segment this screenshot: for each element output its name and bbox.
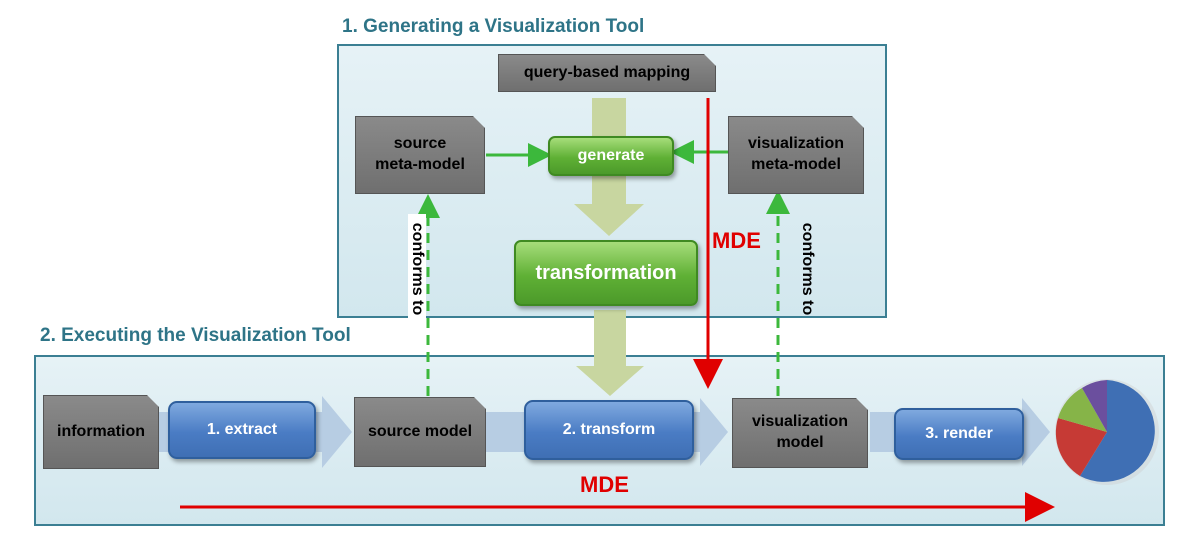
- flow-arrow-transformation-to-transform: [576, 310, 644, 396]
- generate-box: generate: [548, 136, 674, 176]
- mde-label-top: MDE: [712, 228, 761, 253]
- extract-box: 1. extract: [168, 401, 316, 459]
- vis-metamodel-line2: meta-model: [751, 156, 841, 173]
- executing-section-title: 2. Executing the Visualization Tool: [40, 325, 351, 347]
- vis-model-line1: visualization: [751, 413, 849, 431]
- source-model-box: source model: [354, 397, 486, 467]
- generating-section-title: 1. Generating a Visualization Tool: [342, 16, 645, 37]
- source-metamodel-line2: meta-model: [375, 156, 465, 173]
- conforms-to-right-label: conforms to: [799, 222, 816, 316]
- vis-model-box: visualization model: [732, 398, 868, 468]
- vis-metamodel-box: visualization meta-model: [728, 116, 864, 194]
- pie-chart-icon: [1055, 379, 1159, 485]
- information-box: information: [43, 395, 159, 469]
- mde-label-bottom: MDE: [580, 472, 629, 497]
- source-metamodel-box: source meta-model: [355, 116, 485, 194]
- render-box: 3. render: [894, 408, 1024, 460]
- transformation-box: transformation: [514, 240, 698, 306]
- query-mapping-box: query-based mapping: [498, 54, 716, 92]
- source-metamodel-line1: source: [393, 135, 447, 153]
- vis-metamodel-line1: visualization: [747, 135, 845, 153]
- vis-model-line2: model: [776, 434, 824, 451]
- transform-box: 2. transform: [524, 400, 694, 460]
- conforms-to-left-label: conforms to: [408, 214, 426, 324]
